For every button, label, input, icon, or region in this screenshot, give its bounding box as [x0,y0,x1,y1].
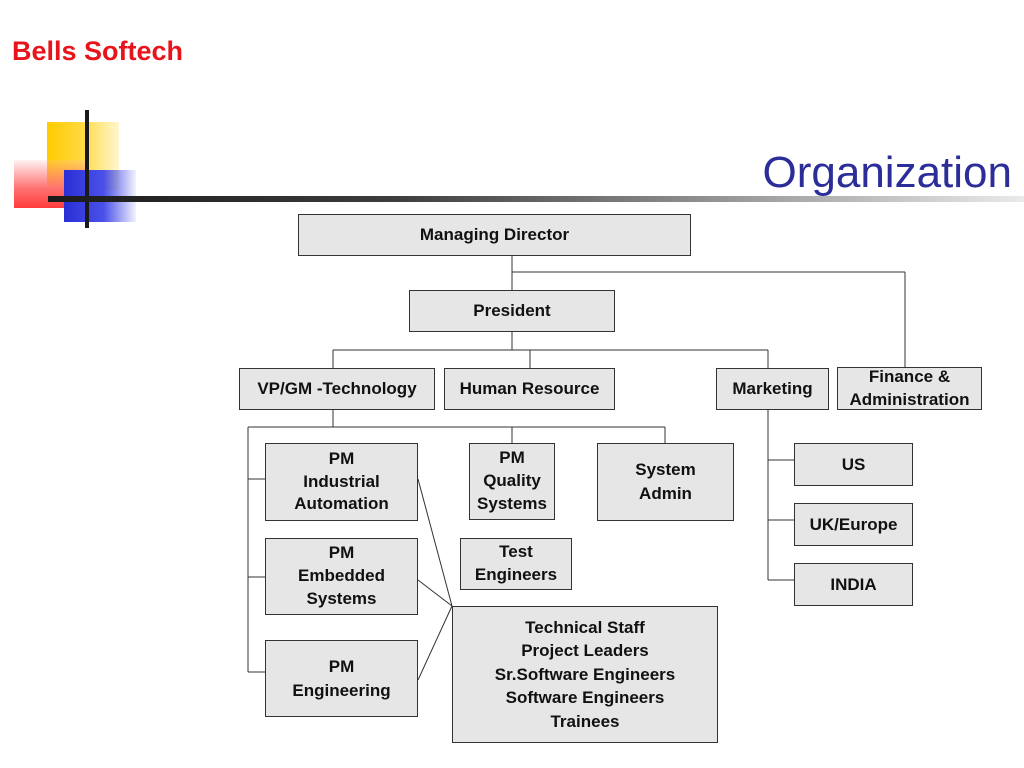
title-underline [48,196,1024,202]
decor-vertical-line [85,110,89,228]
node-president: President [409,290,615,332]
connector-pm-eng-staff [417,605,453,681]
node-pm-embedded-systems: PM Embedded Systems [265,538,418,615]
node-pm-quality-systems: PM Quality Systems [469,443,555,520]
page-title: Organization [762,148,1012,197]
node-marketing: Marketing [716,368,829,410]
node-finance-administration: Finance & Administration [837,367,982,410]
node-vp-gm-technology: VP/GM -Technology [239,368,435,410]
connector-pm-es-staff [417,579,453,607]
node-test-engineers: Test Engineers [460,538,572,590]
company-name: Bells Softech [12,36,184,66]
node-technical-staff: Technical Staff Project Leaders Sr.Softw… [452,606,718,743]
node-pm-industrial-automation: PM Industrial Automation [265,443,418,521]
node-uk-europe: UK/Europe [794,503,913,546]
node-us: US [794,443,913,486]
node-india: INDIA [794,563,913,606]
node-system-admin: System Admin [597,443,734,521]
node-managing-director: Managing Director [298,214,691,256]
connector-pm-ia-staff [417,478,453,607]
node-human-resource: Human Resource [444,368,615,410]
node-pm-engineering: PM Engineering [265,640,418,717]
